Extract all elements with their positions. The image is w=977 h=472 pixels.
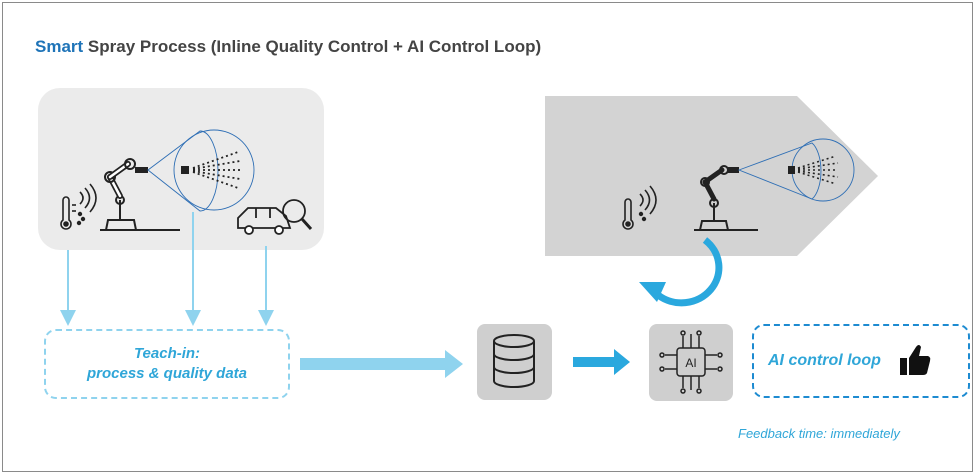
feedback-time-note: Feedback time: immediately [738, 426, 900, 441]
database-to-ai-arrow [573, 349, 630, 375]
teach-to-database-arrow [300, 350, 463, 378]
ai-chip-icon-bg [649, 324, 733, 401]
teach-in-box: Teach-in: process & quality data [44, 329, 290, 399]
cycle-arrow-icon [639, 237, 723, 307]
title-accent: Smart [35, 37, 84, 56]
ai-control-loop-box: AI control loop [752, 324, 970, 398]
ai-chip-text: AI [685, 356, 696, 370]
data-arrows-down [60, 212, 274, 326]
page-title: Smart Spray Process (Inline Quality Cont… [35, 37, 541, 57]
ai-chip-icon [659, 330, 723, 394]
database-icon [493, 334, 535, 388]
ai-control-loop-label: AI control loop [768, 352, 881, 369]
teach-in-line2: process & quality data [86, 365, 248, 382]
thermometer-icon-right [622, 185, 657, 230]
robot-arm-sprayer-icon-right [694, 138, 855, 231]
title-rest: Spray Process (Inline Quality Control + … [83, 37, 542, 56]
car-inspection-icon [237, 199, 313, 235]
thumbs-up-icon [900, 345, 931, 375]
robot-arm-sprayer-icon [100, 129, 255, 231]
thermometer-icon [60, 183, 97, 230]
teach-in-line1: Teach-in: [133, 345, 201, 362]
